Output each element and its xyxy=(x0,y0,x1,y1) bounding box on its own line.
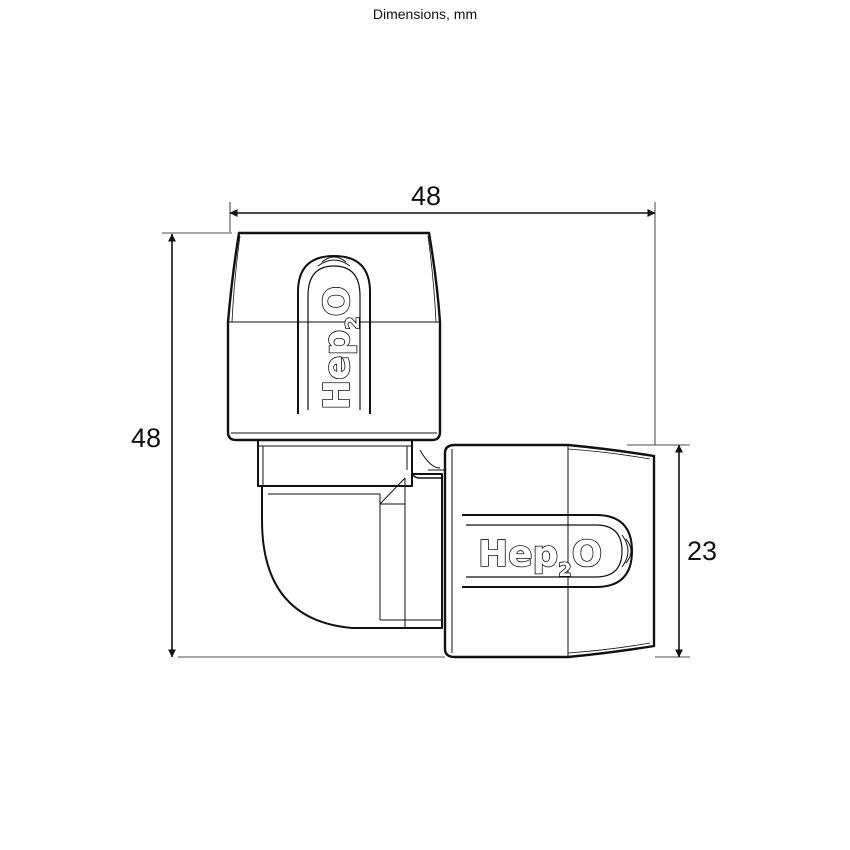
width-label: 48 xyxy=(411,181,441,211)
diagram-title: Dimensions, mm xyxy=(372,6,478,22)
top-socket-cap xyxy=(226,231,442,442)
elbow-body xyxy=(257,440,448,629)
extension-lines xyxy=(162,202,690,658)
outlet-height-label: 23 xyxy=(687,536,717,566)
right-socket-cap xyxy=(443,443,656,659)
height-label: 48 xyxy=(131,423,161,453)
brand-logo-vertical: Hep2O xyxy=(317,286,364,410)
brand-logo-horizontal: Hep2O xyxy=(478,534,602,581)
dimension-lines xyxy=(168,209,683,658)
